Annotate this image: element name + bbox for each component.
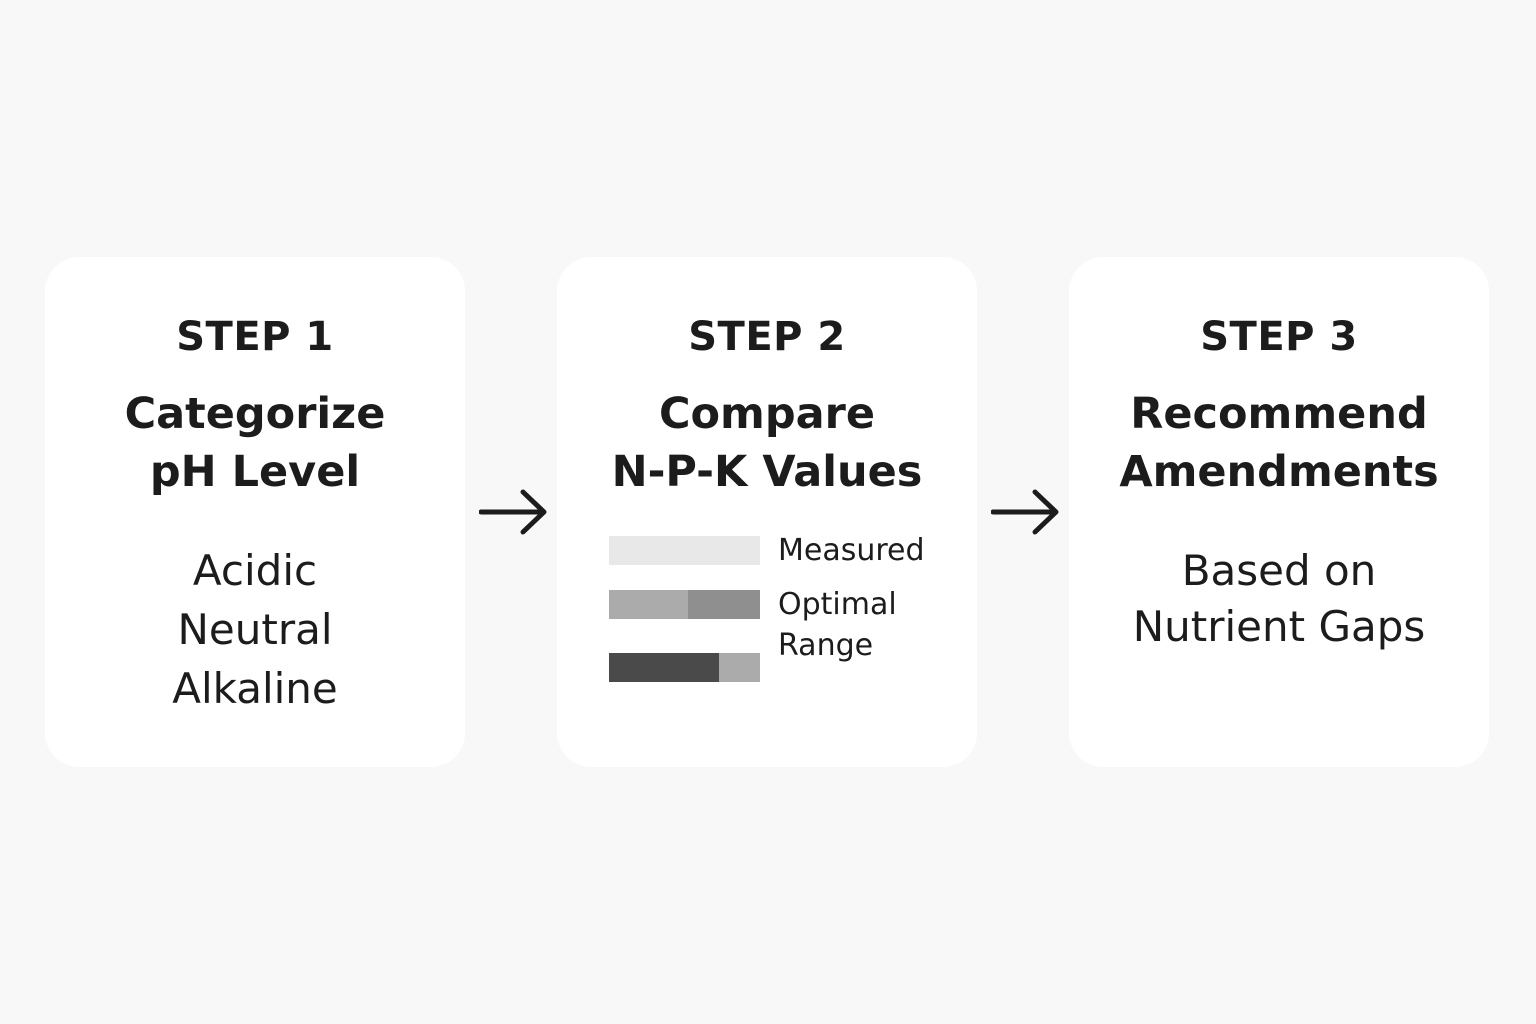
step-1-card: STEP 1 Categorize pH Level Acidic Neutra… [45,257,465,767]
ph-category-list: Acidic Neutral Alkaline [45,541,465,718]
optimal-range-bar [609,590,760,619]
arrow-right-icon [479,489,547,535]
legend-label-measured: Measured [778,533,925,568]
bar-segment-secondary [719,653,760,682]
step-1-label: STEP 1 [176,314,334,360]
step-1-title-line-1: Categorize [124,389,386,439]
step-3-description-line-1: Based on [1181,546,1377,595]
step-2-title: Compare N-P-K Values [557,385,977,501]
step-3-title-line-1: Recommend [1130,389,1428,439]
ph-category-neutral: Neutral [177,605,333,654]
step-1-title: Categorize pH Level [45,385,465,501]
step-2-title-line-2: N-P-K Values [611,447,923,497]
bar-segment [609,536,760,565]
step-3-label: STEP 3 [1200,314,1358,360]
bar-segment-secondary [687,590,760,619]
step-1-title-line-2: pH Level [149,447,361,497]
legend-label-optimal-line-1: Optimal [778,587,897,622]
step-2-label: STEP 2 [688,314,846,360]
step-3-card: STEP 3 Recommend Amendments Based on Nut… [1069,257,1489,767]
npk-legend: Measured Optimal Range [557,257,977,767]
ph-category-alkaline: Alkaline [172,664,338,713]
step-2-card: STEP 2 Compare N-P-K Values Measured Opt… [557,257,977,767]
legend-label-optimal-line-2: Range [778,628,874,663]
step-3-title-line-2: Amendments [1119,447,1439,497]
step-3-title: Recommend Amendments [1069,385,1489,501]
arrow-right-icon [991,489,1059,535]
comparison-bar [609,653,760,682]
step-3-description: Based on Nutrient Gaps [1069,543,1489,655]
ph-category-acidic: Acidic [192,546,318,595]
bar-segment-primary [609,590,688,619]
step-2-title-line-1: Compare [658,389,876,439]
legend-label-optimal-range: Optimal Range [778,584,897,666]
step-3-description-line-2: Nutrient Gaps [1132,602,1426,651]
measured-bar [609,536,760,565]
bar-segment-primary [609,653,720,682]
